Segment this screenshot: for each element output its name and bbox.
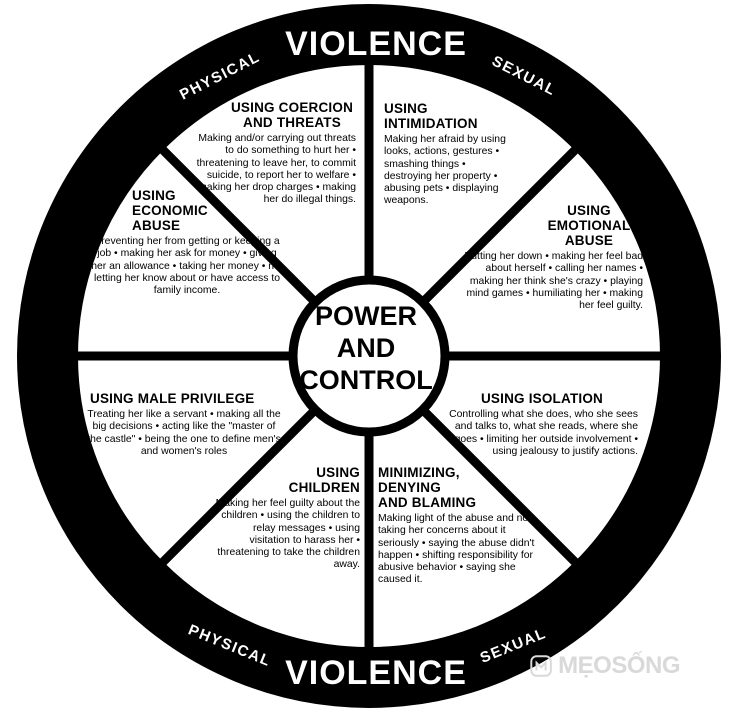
segment-emotional-text: Putting her down • making her feel bad a… — [464, 251, 643, 312]
segment-children: USING CHILDREN Making her feel guilty ab… — [210, 465, 360, 572]
segment-coercion-title: USING COERCION AND THREATS — [230, 100, 354, 130]
segment-minimizing-text: Making light of the abuse and not taking… — [378, 513, 535, 586]
segment-economic-text: Preventing her from getting or keeping a… — [91, 236, 283, 297]
segment-economic-title: USING ECONOMIC ABUSE — [132, 188, 208, 233]
spoke-bottom-right — [412, 399, 579, 566]
segment-intimidation-title: USING INTIMIDATION — [384, 101, 478, 131]
segment-coercion-text: Making and/or carrying out threats to do… — [196, 133, 356, 206]
segment-isolation-text: Controlling what she does, who she sees … — [449, 409, 638, 457]
watermark-text: MẸOSỐNG — [558, 652, 680, 679]
ring-top-violence: VIOLENCE — [285, 25, 467, 63]
watermark-logo-icon — [530, 655, 552, 677]
segment-coercion: USING COERCION AND THREATS Making and/or… — [188, 100, 356, 207]
segment-economic: USING ECONOMIC ABUSE Preventing her from… — [90, 188, 284, 297]
segment-minimizing-title: MINIMIZING, DENYING AND BLAMING — [378, 465, 477, 510]
ring-bottom-violence: VIOLENCE — [285, 654, 467, 692]
segment-male-privilege-text: Treating her like a servant • making all… — [87, 409, 281, 457]
segment-intimidation: USING INTIMIDATION Making her afraid by … — [384, 101, 514, 208]
segment-male-privilege: USING MALE PRIVILEGE Treating her like a… — [86, 391, 282, 458]
segment-male-privilege-title: USING MALE PRIVILEGE — [90, 391, 255, 406]
center-title: POWER AND CONTROL — [299, 301, 433, 395]
center-hub — [288, 275, 450, 437]
segment-children-title: USING CHILDREN — [288, 465, 360, 495]
segment-children-text: Making her feel guilty about the childre… — [215, 498, 360, 571]
segment-isolation: USING ISOLATION Controlling what she doe… — [446, 391, 638, 458]
segment-isolation-title: USING ISOLATION — [480, 391, 603, 406]
watermark: MẸOSỐNG — [530, 646, 680, 686]
spoke-top-right — [412, 146, 579, 313]
segment-emotional-title: USING EMOTIONAL ABUSE — [547, 203, 631, 248]
segment-emotional: USING EMOTIONAL ABUSE Putting her down •… — [455, 203, 643, 312]
segment-minimizing: MINIMIZING, DENYING AND BLAMING Making l… — [378, 465, 546, 587]
spoke-bottom-left — [159, 399, 326, 566]
spoke-top-left — [159, 146, 326, 313]
spokes — [77, 64, 661, 648]
segment-intimidation-text: Making her afraid by using looks, action… — [384, 134, 506, 207]
